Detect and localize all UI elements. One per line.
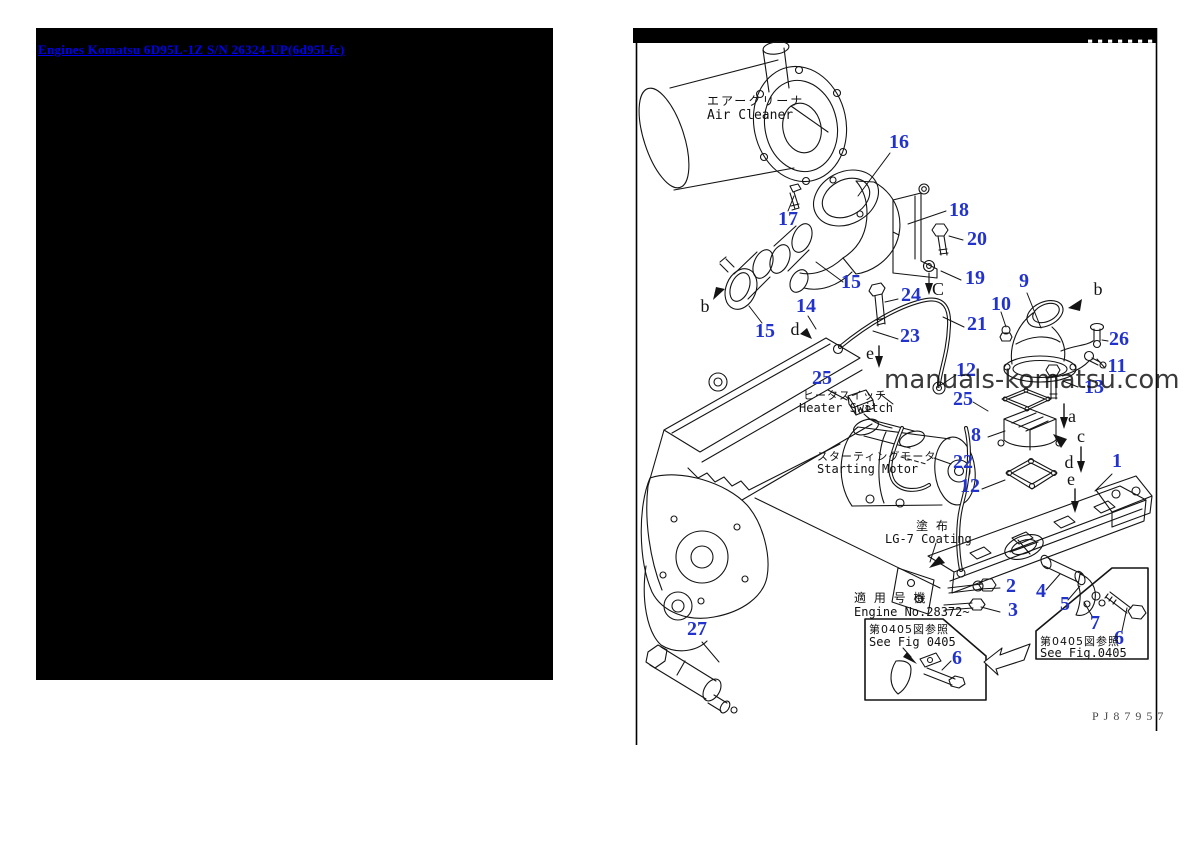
reference-letters: b d C e b a c d e xyxy=(701,279,1103,489)
callout-16: 16 xyxy=(889,131,909,153)
callout-12a: 12 xyxy=(956,359,976,381)
air-cleaner-label-jp: エアークリーナ xyxy=(707,94,804,108)
spacer-4 xyxy=(1040,554,1086,586)
applicable-engine-no: Engine No.28372~ xyxy=(854,605,970,619)
relay-8 xyxy=(997,408,1063,451)
callout-8: 8 xyxy=(971,424,981,446)
reference-arrow-shafts xyxy=(878,345,1082,502)
intake-elbow-9 xyxy=(1003,300,1077,383)
heater-switch-label-jp: ヒータスイッチ xyxy=(803,389,887,402)
callout-20: 20 xyxy=(967,228,987,250)
bolt-6-right xyxy=(1104,591,1147,620)
starting-motor-label-en: Starting Motor xyxy=(817,462,918,476)
bolts-2-3 xyxy=(943,578,997,611)
callout-22: 22 xyxy=(953,451,973,473)
left-black-panel xyxy=(36,28,553,680)
callout-4: 4 xyxy=(1036,580,1046,602)
callout-12b: 12 xyxy=(960,475,980,497)
callout-5: 5 xyxy=(1060,593,1070,615)
callout-25b: 25 xyxy=(953,388,973,410)
see-fig-right-jp: 第0405図参照 xyxy=(1040,634,1120,648)
ref-letter-d-left: d xyxy=(791,319,800,339)
bolt-17 xyxy=(789,183,802,211)
ref-letter-d-right: d xyxy=(1065,452,1074,472)
callout-7: 7 xyxy=(1090,612,1100,634)
callout-6b: 6 xyxy=(952,647,962,669)
air-cleaner-drawing xyxy=(638,41,848,191)
see-fig-left-en: See Fig 0405 xyxy=(869,635,956,649)
callout-10: 10 xyxy=(991,293,1011,315)
callout-23: 23 xyxy=(900,325,920,347)
ref-letter-c-upper: C xyxy=(932,279,944,299)
callout-14: 14 xyxy=(796,295,816,317)
sensor-27 xyxy=(645,644,738,714)
ref-letter-e-right: e xyxy=(1067,469,1075,489)
bolt-13 xyxy=(1045,340,1094,400)
callout-25a: 25 xyxy=(812,367,832,389)
heater-switch-label-en: Heater Switch xyxy=(799,401,893,415)
callout-24: 24 xyxy=(901,284,921,306)
callout-1: 1 xyxy=(1112,450,1122,472)
starting-motor-label-jp: スターティングモータ xyxy=(817,449,936,463)
callout-6a: 6 xyxy=(1114,627,1124,649)
plug-10 xyxy=(999,325,1013,342)
callout-9: 9 xyxy=(1019,270,1029,292)
diagram-frame xyxy=(633,28,1158,745)
hose-sleeves-15 xyxy=(719,223,813,310)
callout-18: 18 xyxy=(949,199,969,221)
callout-11: 11 xyxy=(1108,355,1127,377)
leader-lines xyxy=(701,152,1128,671)
air-cleaner-label-en: Air Cleaner xyxy=(707,108,793,123)
ref-letter-c-right: c xyxy=(1077,426,1085,446)
callout-17: 17 xyxy=(778,208,798,230)
mounting-rail-1 xyxy=(891,475,1153,615)
heater-switch-part xyxy=(847,389,893,429)
callout-26: 26 xyxy=(1109,328,1129,350)
ref-letter-e-left: e xyxy=(866,343,874,363)
engine-block-drawing xyxy=(646,337,941,591)
see-fig-box-right xyxy=(1035,567,1149,660)
cable-22 xyxy=(888,426,971,578)
see-fig-left-jp: 第0405図参照 xyxy=(869,622,949,636)
applicable-label-jp: 適 用 号 機 xyxy=(854,590,927,605)
ref-letter-b-left: b xyxy=(701,296,710,316)
coating-label-en: LG-7 Coating xyxy=(885,532,972,546)
reference-arrows xyxy=(713,287,1085,568)
starting-motor-drawing xyxy=(840,418,976,508)
valve-26 xyxy=(1089,322,1105,349)
flywheel-housing-drawing xyxy=(640,474,769,652)
callout-15b: 15 xyxy=(755,320,775,342)
callout-numbers: 16 17 18 20 15 19 24 9 10 26 11 14 15 23… xyxy=(687,131,1129,669)
figure-code: PJ87957 xyxy=(1092,709,1168,723)
callout-13: 13 xyxy=(1084,376,1104,398)
ref-letter-a: a xyxy=(1068,406,1076,426)
block-arrow xyxy=(983,643,1031,676)
bolt-24 xyxy=(868,282,886,327)
model-link[interactable]: Engines Komatsu 6D95L-1Z S/N 26324-UP(6d… xyxy=(38,42,345,57)
coating-label-jp: 塗 布 xyxy=(916,518,950,533)
callout-27: 27 xyxy=(687,618,707,640)
callout-15a: 15 xyxy=(841,271,861,293)
see-fig-right-en: See Fig.0405 xyxy=(1040,646,1127,660)
callout-2: 2 xyxy=(1006,575,1016,597)
see-fig-box-left xyxy=(864,618,987,701)
part-labels: エアークリーナ Air Cleaner ヒータスイッチ Heater Switc… xyxy=(707,94,1127,660)
callout-21: 21 xyxy=(967,313,987,335)
bracket-plate-18 xyxy=(892,183,949,295)
gasket-12-lower xyxy=(1005,457,1058,490)
ref-letter-b-right: b xyxy=(1094,279,1103,299)
elbow-connector-16 xyxy=(789,169,901,293)
callout-3: 3 xyxy=(1008,599,1018,621)
watermark: manuals-komatsu.com xyxy=(884,365,1180,395)
callout-19: 19 xyxy=(965,267,985,289)
